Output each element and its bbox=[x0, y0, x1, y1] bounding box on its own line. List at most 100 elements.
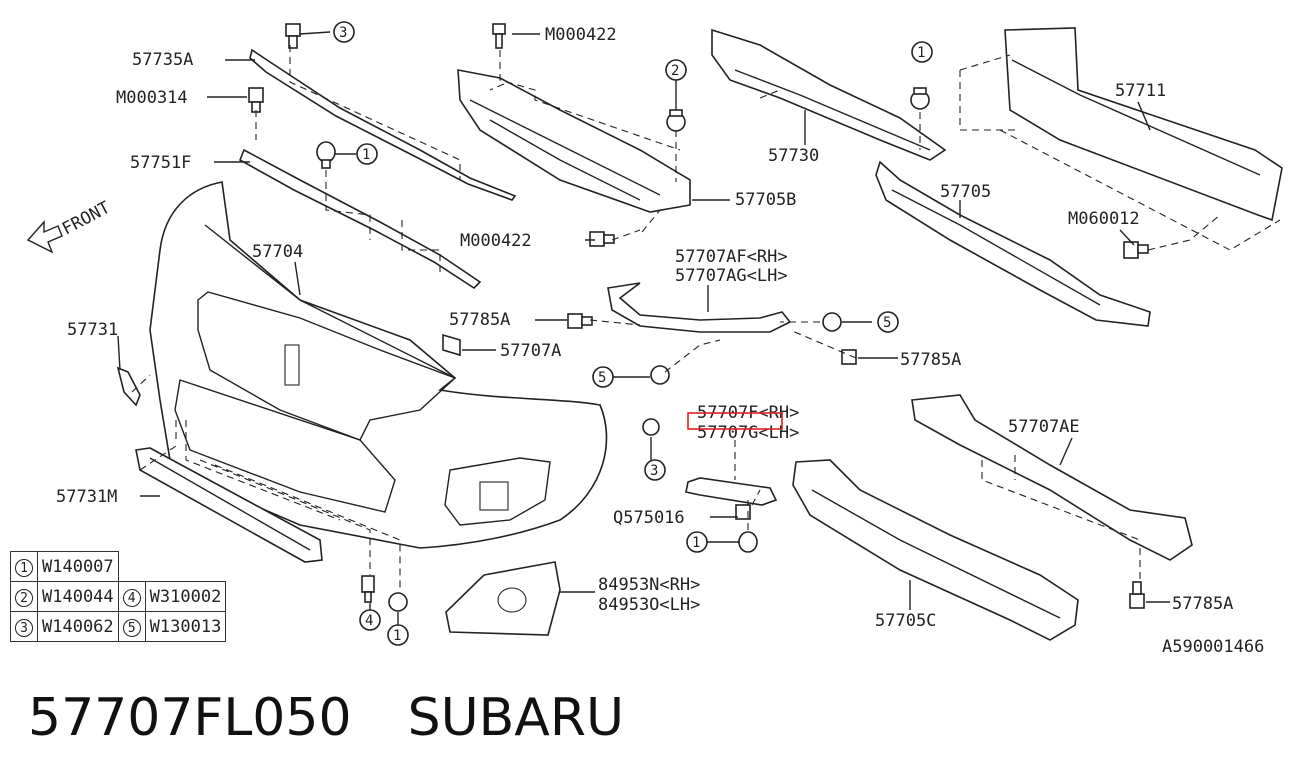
bolt-icon bbox=[567, 313, 593, 329]
label-57705B: 57705B bbox=[735, 190, 796, 210]
label-57711: 57711 bbox=[1115, 81, 1166, 101]
part-57707F-bracket bbox=[685, 477, 778, 506]
callout-1-right: 1 bbox=[911, 41, 933, 63]
bolt-icon bbox=[492, 23, 506, 49]
legend-row: 1 W140007 bbox=[10, 551, 226, 582]
label-84953N: 84953N<RH> bbox=[598, 575, 700, 595]
svg-text:5: 5 bbox=[598, 370, 606, 386]
callout-1-clip: 1 bbox=[356, 143, 378, 165]
label-57707AG: 57707AG<LH> bbox=[675, 266, 788, 286]
callout-1-bottom: 1 bbox=[387, 624, 409, 646]
part-57705B-absorber bbox=[457, 69, 691, 213]
clip-icon bbox=[738, 531, 758, 553]
grille-opening bbox=[197, 291, 457, 441]
part-number: 57707FL050 bbox=[28, 688, 352, 748]
footer: 57707FL050 SUBARU bbox=[28, 683, 624, 753]
label-57785A-lower: 57785A bbox=[1172, 594, 1233, 614]
callout-3-mid: 3 bbox=[644, 459, 666, 481]
svg-text:4: 4 bbox=[365, 613, 373, 629]
svg-text:1: 1 bbox=[362, 147, 370, 163]
legend-callout: 5 bbox=[122, 618, 141, 637]
part-57751F-strip bbox=[238, 148, 482, 290]
label-57785A-right: 57785A bbox=[900, 350, 961, 370]
legend-row: 2 W140044 4 W310002 bbox=[10, 581, 227, 612]
part-57730-beam bbox=[711, 28, 947, 161]
label-57785A-left: 57785A bbox=[449, 310, 510, 330]
legend-part: W310002 bbox=[144, 581, 227, 612]
clip-icon bbox=[316, 141, 336, 169]
label-57731: 57731 bbox=[67, 320, 118, 340]
fastener-legend: 1 W140007 2 W140044 4 W310002 3 W140062 … bbox=[10, 551, 227, 642]
svg-text:3: 3 bbox=[650, 463, 658, 479]
part-57731-bracket bbox=[116, 366, 141, 407]
brand-name: SUBARU bbox=[407, 688, 625, 748]
bolt-icon bbox=[589, 231, 615, 247]
clip-icon bbox=[388, 592, 408, 612]
legend-part: W140062 bbox=[37, 611, 119, 642]
label-M000314: M000314 bbox=[116, 88, 188, 108]
clip-icon bbox=[666, 109, 686, 132]
fog-opening bbox=[444, 457, 551, 526]
diagram-code: A590001466 bbox=[1162, 637, 1264, 657]
callout-4-bottom: 4 bbox=[359, 609, 381, 631]
bolt-icon bbox=[841, 349, 857, 365]
label-57707G: 57707G<LH> bbox=[697, 423, 799, 443]
bolt-icon bbox=[735, 504, 751, 520]
part-57711-reinforcement bbox=[1004, 27, 1283, 222]
part-57735A-strip bbox=[249, 48, 517, 201]
label-57707AF: 57707AF<RH> bbox=[675, 247, 788, 267]
clip-icon bbox=[642, 418, 660, 436]
legend-part: W130013 bbox=[144, 611, 227, 642]
assembly-lines bbox=[131, 45, 1221, 592]
label-57731M: 57731M bbox=[56, 487, 117, 507]
legend-part: W140007 bbox=[37, 551, 119, 582]
part-57707A-tab bbox=[442, 333, 461, 357]
bumper-cover bbox=[149, 181, 608, 549]
label-57705C: 57705C bbox=[875, 611, 936, 631]
label-Q575016: Q575016 bbox=[613, 508, 685, 528]
svg-text:3: 3 bbox=[339, 25, 347, 41]
label-M000422-mid: M000422 bbox=[460, 231, 532, 251]
highlight-box bbox=[687, 412, 783, 430]
bolt-icon bbox=[1123, 241, 1149, 259]
label-84953O: 84953O<LH> bbox=[598, 595, 700, 615]
legend-callout: 4 bbox=[122, 588, 141, 607]
lower-grille-opening bbox=[174, 379, 396, 513]
tow-hook-cover bbox=[284, 344, 300, 386]
callout-1-mid: 1 bbox=[686, 531, 708, 553]
clip-icon bbox=[910, 87, 930, 110]
legend-part: W140044 bbox=[37, 581, 119, 612]
legend-callout: 3 bbox=[15, 618, 33, 637]
label-57730: 57730 bbox=[768, 146, 819, 166]
legend-callout: 2 bbox=[15, 588, 33, 607]
callout-5-right: 5 bbox=[877, 311, 899, 333]
callout-5-left: 5 bbox=[592, 366, 614, 388]
label-57707AE: 57707AE bbox=[1008, 417, 1080, 437]
clip-icon bbox=[285, 23, 301, 49]
clip-icon bbox=[822, 312, 842, 332]
label-57735A: 57735A bbox=[132, 50, 193, 70]
grille-bar bbox=[204, 224, 456, 379]
legend-row: 3 W140062 5 W130013 bbox=[10, 611, 227, 642]
part-57707AE-bracket bbox=[911, 394, 1193, 561]
svg-text:5: 5 bbox=[883, 315, 891, 331]
part-57707AF-bracket bbox=[607, 282, 792, 333]
front-label: FRONT bbox=[59, 198, 114, 240]
legend-callout: 1 bbox=[15, 558, 33, 577]
label-57751F: 57751F bbox=[130, 153, 191, 173]
bolt-icon bbox=[248, 87, 264, 113]
fog-lamp-hole bbox=[497, 587, 527, 613]
label-57704: 57704 bbox=[252, 242, 303, 262]
parts-diagram: FRONT bbox=[26, 21, 1283, 657]
label-57705: 57705 bbox=[940, 182, 991, 202]
label-57707A: 57707A bbox=[500, 341, 561, 361]
leader-lines bbox=[117, 31, 1170, 625]
fog-plug bbox=[479, 481, 509, 511]
svg-text:1: 1 bbox=[917, 45, 925, 61]
svg-text:1: 1 bbox=[393, 628, 401, 644]
label-M000422-top: M000422 bbox=[545, 25, 617, 45]
part-57705C-absorber bbox=[792, 459, 1079, 641]
bolt-icon bbox=[1129, 581, 1145, 609]
bolt-icon bbox=[361, 575, 375, 603]
label-M060012: M060012 bbox=[1068, 209, 1140, 229]
